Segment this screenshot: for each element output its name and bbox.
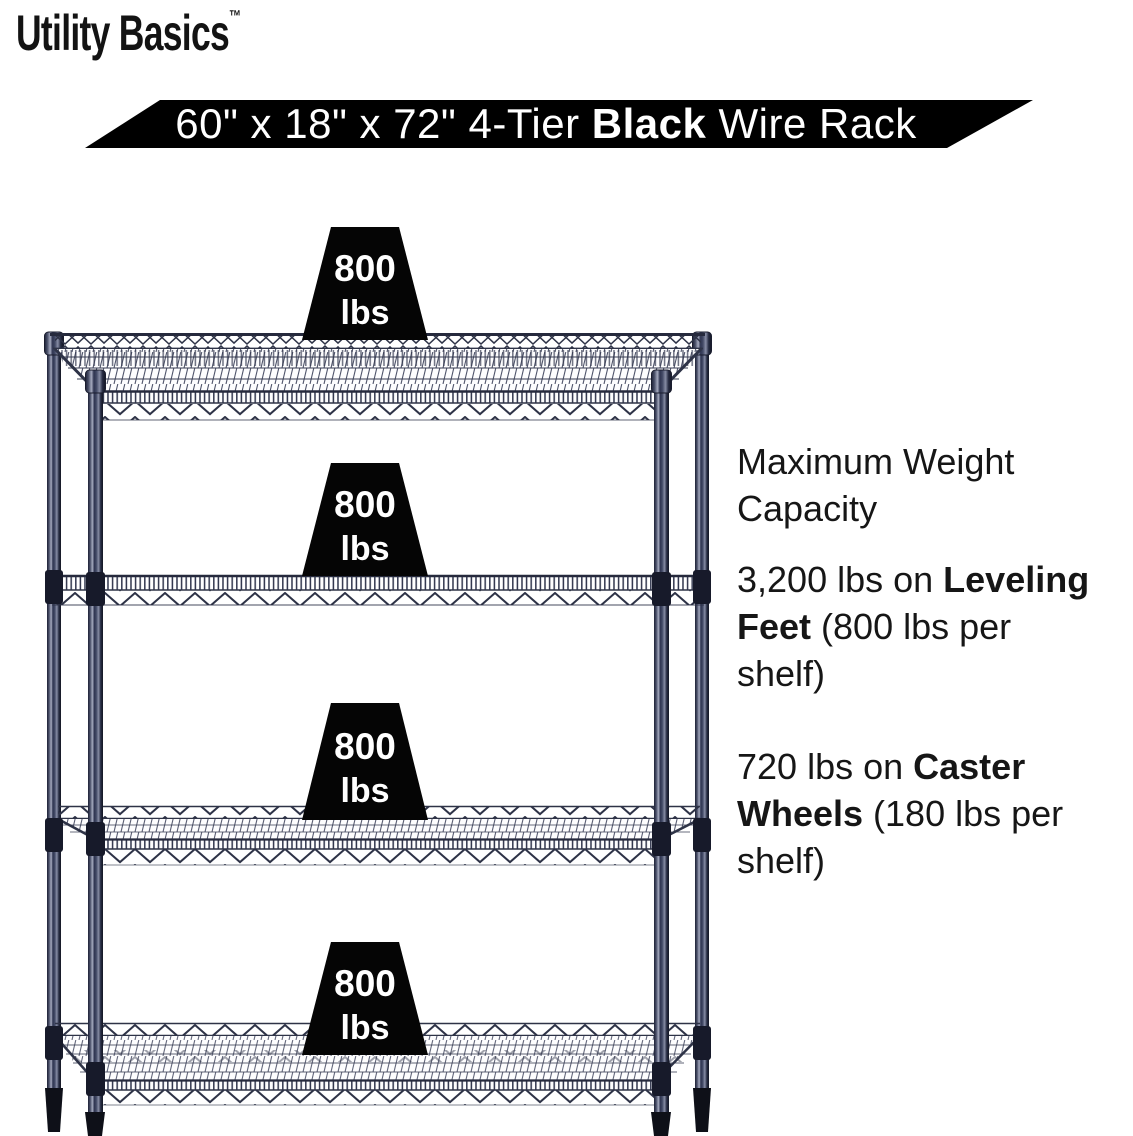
badge-value: 800	[334, 725, 396, 767]
front-post-collars	[86, 572, 671, 1096]
banner-dimensions-text: 60" x 18" x 72" 4-Tier	[175, 100, 592, 147]
badge-value: 800	[334, 247, 396, 289]
product-title-banner: 60" x 18" x 72" 4-Tier Black Wire Rack	[85, 100, 1033, 148]
brand-logo: Utility Basics™	[16, 4, 241, 62]
shelf-2	[50, 574, 706, 606]
badge-unit: lbs	[340, 1008, 390, 1047]
banner-color-text: Black	[591, 100, 707, 147]
badge-unit: lbs	[340, 771, 390, 810]
shelf-top	[50, 333, 705, 421]
trademark-symbol: ™	[229, 7, 242, 26]
back-post-collars	[45, 570, 711, 1060]
front-posts	[85, 369, 672, 1116]
badge-unit: lbs	[340, 293, 390, 332]
leveling-feet	[45, 1088, 711, 1136]
shelf-3	[57, 805, 701, 866]
badge-value: 800	[334, 483, 396, 525]
banner-product-text: Wire Rack	[706, 100, 917, 147]
badge-unit: lbs	[340, 529, 390, 568]
brand-name: Utility Basics	[16, 5, 230, 61]
shelf-bottom	[54, 1022, 701, 1106]
product-title: 60" x 18" x 72" 4-Tier Black Wire Rack	[175, 100, 916, 148]
badge-value: 800	[334, 962, 396, 1004]
